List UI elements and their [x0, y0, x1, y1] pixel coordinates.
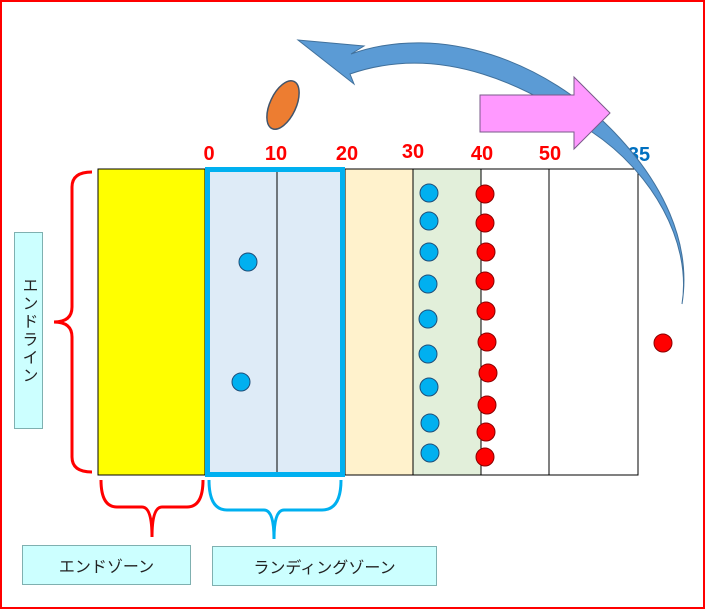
red-player	[475, 213, 495, 233]
blue-player	[419, 242, 439, 262]
kick-arrow	[296, 39, 685, 305]
red-player	[476, 301, 496, 321]
zone-60	[548, 168, 639, 476]
advance-arrow	[479, 75, 611, 151]
endline-brace	[53, 170, 93, 474]
blue-player	[418, 274, 438, 294]
blue-player	[419, 377, 439, 397]
yard-label-40: 40	[471, 143, 493, 165]
landing-zone-border	[205, 167, 345, 477]
endzone-label: エンドゾーン	[22, 545, 191, 585]
yard-label-50: 50	[539, 143, 561, 165]
landing-zone-brace	[207, 479, 343, 540]
endzone	[97, 168, 206, 476]
yard-label-20: 20	[336, 143, 358, 165]
red-player	[475, 447, 495, 467]
blue-player	[238, 252, 258, 272]
blue-player	[419, 183, 439, 203]
yard-label-10: 10	[265, 143, 287, 165]
blue-player	[420, 413, 440, 433]
red-player	[476, 242, 496, 262]
landing-zone-label: ランディングゾーン	[212, 546, 437, 586]
zone-30	[344, 168, 414, 476]
red-team	[475, 184, 673, 467]
blue-player	[231, 372, 251, 392]
blue-player	[418, 309, 438, 329]
endline-label: エンドライン	[14, 232, 43, 429]
red-player	[476, 422, 496, 442]
yard-label-30: 30	[402, 141, 424, 163]
red-player	[477, 332, 497, 352]
endzone-brace	[99, 479, 205, 538]
red-player	[478, 363, 498, 383]
blue-player	[419, 211, 439, 231]
landing-zone	[205, 169, 345, 475]
blue-team	[231, 183, 440, 463]
red-player	[475, 271, 495, 291]
blue-player	[418, 344, 438, 364]
yard-label-0: 0	[203, 143, 214, 165]
disc-icon	[266, 80, 300, 130]
red-player	[475, 184, 495, 204]
red-player	[477, 395, 497, 415]
blue-player	[420, 443, 440, 463]
red-player-puller	[653, 333, 673, 353]
